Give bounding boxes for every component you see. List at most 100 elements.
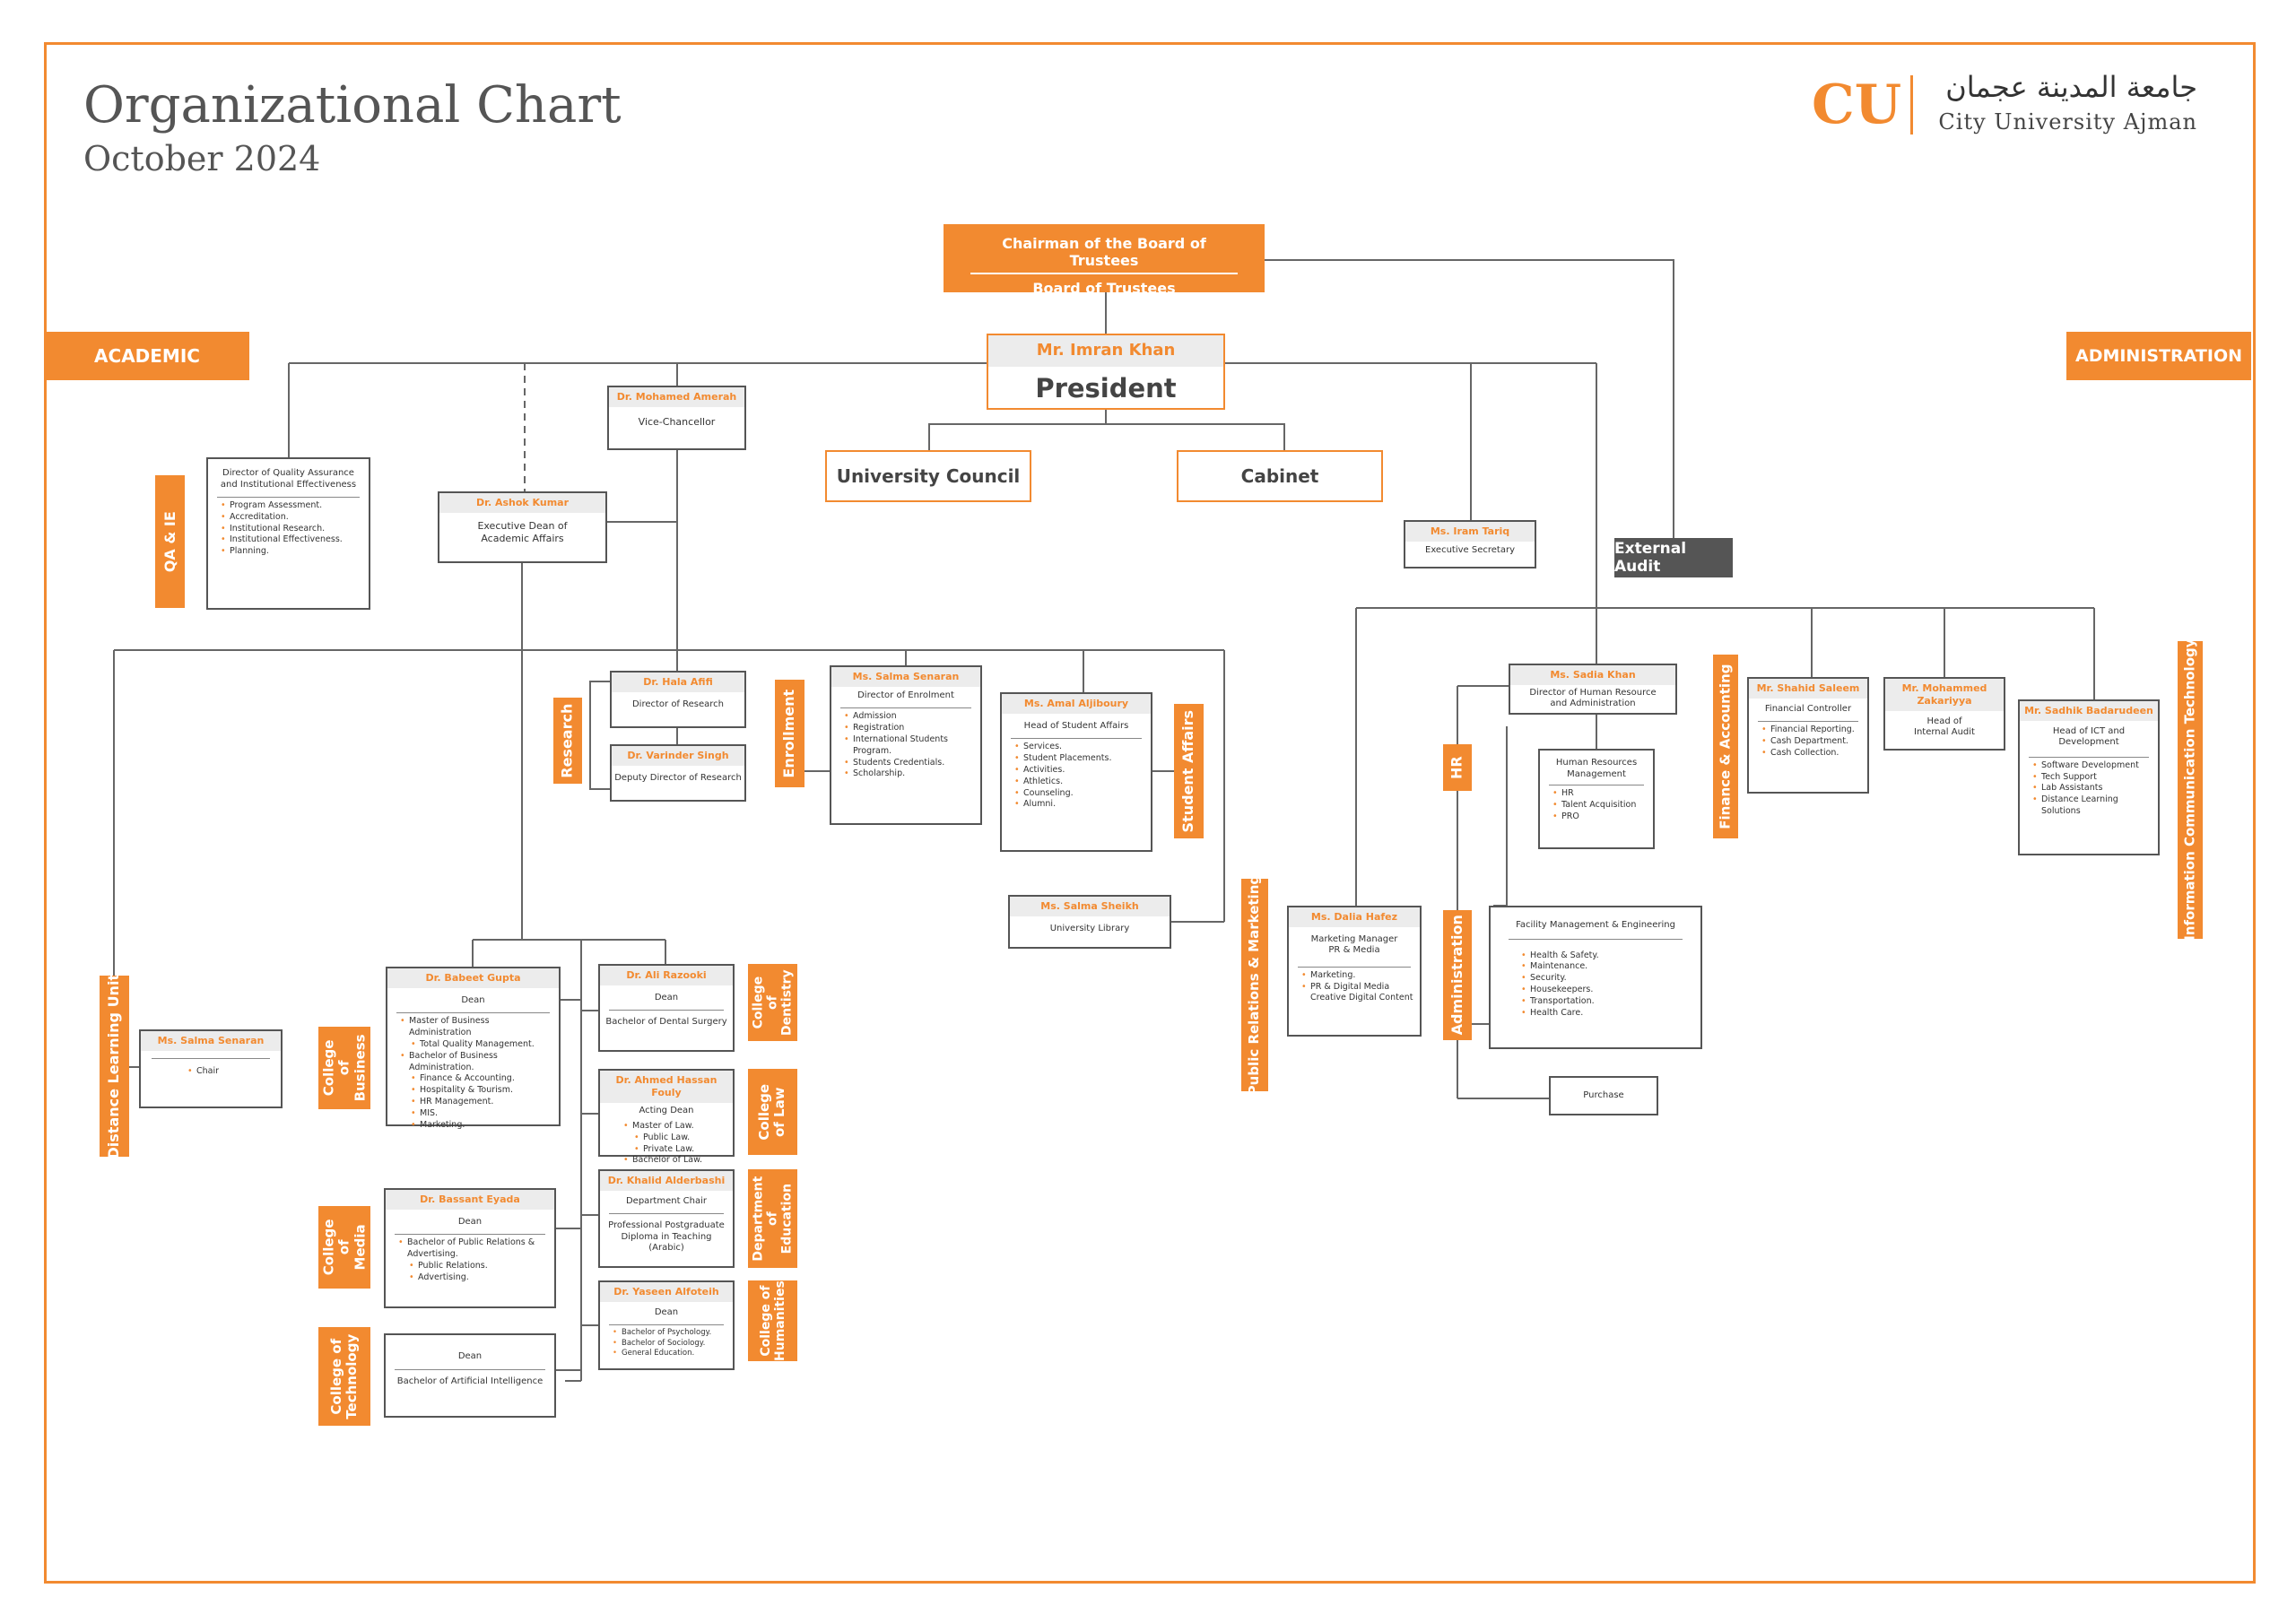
fm-title: Facility Management & Engineering	[1516, 920, 1675, 930]
prm-title: Marketing Manager PR & Media	[1310, 933, 1398, 956]
president-name: Mr. Imran Khan	[988, 335, 1223, 367]
technology-box: Dean Bachelor of Artificial Intelligence	[384, 1333, 556, 1418]
hr-director-title: Director of Human Resource and Administr…	[1529, 687, 1657, 709]
hrm-item: PRO	[1552, 812, 1648, 823]
ict-item: Software Development	[2032, 760, 2152, 772]
ict-box: Mr. Sadhik Badarudeen Head of ICT and De…	[2018, 699, 2160, 855]
prm-item: PR & Digital Media Creative Digital Cont…	[1301, 982, 1414, 1005]
fm-box: Facility Management & Engineering Health…	[1489, 906, 1702, 1049]
law-box: Dr. Ahmed Hassan Fouly Acting Dean Maste…	[598, 1069, 735, 1167]
cabinet-box: Cabinet	[1177, 450, 1383, 502]
qa-item: Planning.	[221, 546, 363, 558]
qa-list: Program Assessment. Accreditation. Insti…	[208, 500, 369, 558]
board-chairman: Chairman of the Board of Trustees	[970, 235, 1238, 274]
law-item: Bachelor of Law.	[623, 1155, 727, 1167]
vice-chancellor-title: Vice-Chancellor	[638, 415, 716, 428]
university-council-box: University Council	[825, 450, 1031, 502]
law-item: Master of Law.	[623, 1121, 727, 1133]
business-item: Total Quality Management.	[411, 1039, 553, 1051]
hrm-list: HR Talent Acquisition PRO	[1540, 788, 1653, 822]
qa-item: Program Assessment.	[221, 500, 363, 512]
research-director-title: Director of Research	[631, 699, 725, 709]
exec-secretary-name: Ms. Iram Tariq	[1405, 522, 1535, 542]
education-program: Professional Postgraduate Diploma in Tea…	[608, 1220, 725, 1254]
qa-title: Director of Quality Assurance and Instit…	[220, 468, 357, 490]
media-item: Public Relations.	[409, 1261, 549, 1272]
university-logo: CU جامعة المدينة عجمان City University A…	[1812, 70, 2197, 142]
business-item: Master of Business Administration	[400, 1016, 553, 1039]
dentistry-box: Dr. Ali Razooki Dean Bachelor of Dental …	[598, 964, 735, 1052]
board-box: Chairman of the Board of Trustees Board …	[944, 224, 1265, 297]
exec-dean-title: Executive Dean of Academic Affairs	[477, 519, 568, 544]
dentistry-name: Dr. Ali Razooki	[600, 966, 733, 985]
vice-chancellor-name: Dr. Mohamed Amerah	[609, 387, 744, 407]
fm-item: Housekeepers.	[1521, 985, 1695, 996]
business-name: Dr. Babeet Gupta	[387, 968, 559, 988]
dlu-name: Ms. Salma Senaran	[141, 1031, 281, 1051]
humanities-label: College of Humanities	[748, 1280, 797, 1361]
humanities-item: Bachelor of Sociology.	[613, 1339, 727, 1350]
purchase-box: Purchase	[1549, 1076, 1658, 1115]
library-name: Ms. Salma Sheikh	[1010, 897, 1170, 916]
ict-list: Software Development Tech Support Lab As…	[2020, 760, 2158, 818]
enrollment-item: Registration	[844, 723, 975, 734]
internal-audit-title: Head of Internal Audit	[1914, 716, 1975, 738]
law-list: Master of Law. Public Law. Private Law. …	[600, 1121, 733, 1167]
law-item: Private Law.	[634, 1144, 727, 1156]
media-item: Bachelor of Public Relations & Advertisi…	[398, 1237, 549, 1261]
media-box: Dr. Bassant Eyada Dean Bachelor of Publi…	[384, 1188, 556, 1308]
ict-name: Mr. Sadhik Badarudeen	[2020, 701, 2158, 721]
hrm-item: Talent Acquisition	[1552, 800, 1648, 812]
external-audit-box: External Audit	[1614, 538, 1733, 577]
humanities-box: Dr. Yaseen Alfoteih Dean Bachelor of Psy…	[598, 1280, 735, 1370]
fm-item: Security.	[1521, 973, 1695, 985]
prm-item: Marketing.	[1301, 970, 1414, 982]
media-item: Advertising.	[409, 1272, 549, 1284]
section-administration: ADMINISTRATION	[2066, 332, 2251, 380]
internal-audit-box: Mr. Mohammed Zakariyya Head of Internal …	[1883, 677, 2005, 751]
technology-title: Dean	[457, 1351, 483, 1361]
humanities-list: Bachelor of Psychology. Bachelor of Soci…	[600, 1328, 733, 1359]
enrollment-label: Enrollment	[775, 680, 804, 787]
library-box: Ms. Salma Sheikh University Library	[1008, 895, 1171, 949]
ict-item: Tech Support	[2032, 772, 2152, 784]
business-item: Marketing.	[411, 1120, 553, 1132]
prm-label: Public Relations & Marketing	[1241, 875, 1268, 1095]
education-box: Dr. Khalid Alderbashi Department Chair P…	[598, 1169, 735, 1268]
purchase-label: Purchase	[1583, 1089, 1624, 1100]
enrollment-item: Admission	[844, 711, 975, 723]
business-item: HR Management.	[411, 1097, 553, 1108]
humanities-title: Dean	[654, 1306, 679, 1317]
logo-arabic: جامعة المدينة عجمان	[1945, 70, 2197, 104]
student-affairs-item: Services.	[1014, 742, 1145, 753]
qa-label: QA & IE	[155, 475, 185, 608]
qa-item: Institutional Effectiveness.	[221, 534, 363, 546]
research-deputy-title: Deputy Director of Research	[614, 772, 742, 783]
hr-label: HR	[1443, 744, 1472, 791]
technology-program: Bachelor of Artificial Intelligence	[396, 1376, 544, 1386]
ict-item: Distance Learning Solutions	[2032, 794, 2152, 818]
logo-mark: CU	[1812, 74, 1902, 136]
humanities-name: Dr. Yaseen Alfoteih	[600, 1282, 733, 1302]
library-title: University Library	[1049, 923, 1130, 933]
president-box: Mr. Imran Khan President	[987, 334, 1225, 410]
business-item: Hospitality & Tourism.	[411, 1085, 553, 1097]
education-title: Department Chair	[625, 1195, 708, 1206]
finance-item: Cash Collection.	[1761, 748, 1862, 759]
media-label: College of Media	[318, 1206, 370, 1289]
business-box: Dr. Babeet Gupta Dean Master of Business…	[386, 967, 561, 1131]
student-affairs-item: Student Placements.	[1014, 753, 1145, 765]
dlu-box: Ms. Salma Senaran Chair	[139, 1029, 283, 1108]
student-affairs-title: Head of Student Affairs	[1023, 720, 1129, 731]
vice-chancellor-box: Dr. Mohamed Amerah Vice-Chancellor	[607, 386, 746, 450]
prm-name: Ms. Dalia Hafez	[1289, 907, 1420, 927]
education-name: Dr. Khalid Alderbashi	[600, 1171, 733, 1191]
business-title: Dean	[461, 994, 485, 1005]
enrollment-title: Director of Enrolment	[857, 690, 954, 700]
president-title: President	[1035, 372, 1177, 404]
media-list: Bachelor of Public Relations & Advertisi…	[386, 1237, 554, 1283]
student-affairs-item: Activities.	[1014, 765, 1145, 777]
dentistry-program: Bachelor of Dental Surgery	[605, 1017, 727, 1028]
business-label: College of Business	[318, 1027, 370, 1109]
section-academic: ACADEMIC	[45, 332, 249, 380]
